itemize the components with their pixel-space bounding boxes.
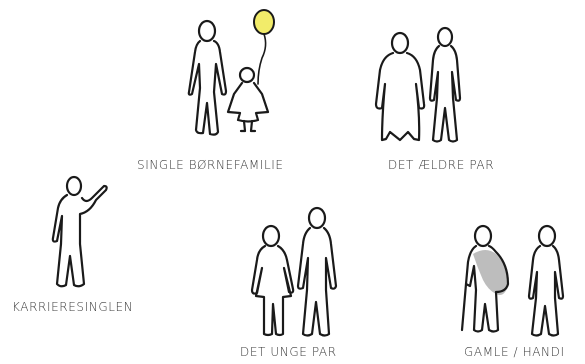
elderly-person-with-cane-figure [460,224,510,333]
caption-karrieresinglen: KARRIERESINGLEN [12,300,134,314]
caption-single-boernefamilie: SINGLE BØRNEFAMILIE [137,158,284,172]
young-man-figure [296,206,338,337]
single-parent-figure [187,19,228,136]
career-single-figure [51,175,108,288]
balloon-icon [253,9,275,85]
caption-det-aeldre-par: DET ÆLDRE PAR [388,158,495,172]
elderly-woman-figure [374,31,426,142]
companion-figure [527,224,565,337]
caption-gamle-handi: GAMLE / HANDI [464,345,565,359]
caption-det-unge-par: DET UNGE PAR [240,345,337,359]
child-figure [226,66,270,133]
shawl-shape [473,250,508,295]
elderly-man-figure [428,26,462,143]
young-woman-figure [250,224,295,337]
